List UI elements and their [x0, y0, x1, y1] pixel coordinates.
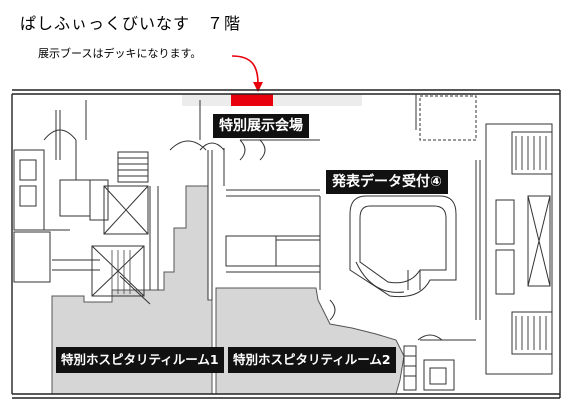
room1-label[interactable]: 特別ホスピタリティルーム1	[56, 347, 224, 373]
booth-note: 展示ブースはデッキになります。	[38, 47, 202, 60]
exhibition-hall-label[interactable]: 特別展示会場	[213, 114, 309, 138]
booth-highlight[interactable]	[231, 94, 273, 106]
arrow-icon	[231, 55, 259, 85]
room2-label[interactable]: 特別ホスピタリティルーム2	[228, 347, 396, 373]
room2-area[interactable]	[215, 287, 405, 395]
arrow-head-icon	[253, 82, 263, 92]
reception-label[interactable]: 発表データ受付④	[326, 170, 448, 194]
page-title: ぱしふぃっくびいなす ７階	[20, 14, 242, 33]
room1-area[interactable]	[51, 185, 213, 395]
